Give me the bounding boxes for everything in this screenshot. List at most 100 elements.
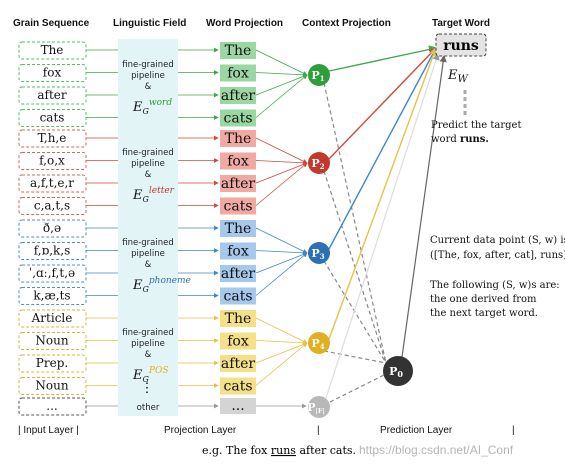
word-label-phoneme: fox: [227, 244, 249, 260]
word-label-word: The: [225, 43, 252, 59]
word-to-node-arrow: [255, 342, 308, 364]
grain-label-pos: Noun: [35, 334, 68, 348]
pipeline-text-letter: fine-grained: [122, 148, 174, 158]
pipeline-box-phoneme: [118, 217, 178, 307]
following-note-line-3: the next target word.: [430, 308, 538, 319]
node-letter: P2: [308, 152, 330, 174]
word-label-pos: after: [221, 356, 255, 372]
word-label-word: cats: [224, 111, 253, 127]
grain-label-letter: T,h,e: [38, 131, 67, 145]
word-to-node-arrow: [255, 317, 308, 344]
embedding-label-word: EGword: [132, 98, 172, 116]
pipeline-text-phoneme: fine-grained: [122, 238, 174, 248]
other-node-to-p0-dashed: [329, 374, 385, 403]
header-target-word: Target Word: [432, 18, 490, 29]
following-note-line-2: the one derived from: [430, 294, 537, 305]
example-caption: e.g. The fox runs after cats.: [202, 444, 356, 457]
word-label-phoneme: after: [221, 266, 255, 282]
grain-label-phoneme: ˈ,ɑː,f,t,ə: [29, 266, 75, 280]
word-box-letter: [220, 130, 256, 147]
word-label-letter: The: [225, 131, 252, 147]
target-word-rect: [435, 33, 487, 57]
word-to-node-arrow: [255, 162, 308, 206]
caption-underlined-word: runs: [271, 444, 296, 457]
word-label-letter: cats: [224, 199, 253, 215]
word-box-word: [220, 87, 256, 104]
header-linguistic-field: Linguistic Field: [113, 18, 186, 29]
pipeline-text-word: &: [145, 82, 152, 92]
word-box-phoneme: [220, 265, 256, 282]
word-box-pos: [220, 332, 256, 350]
word-box-word: [220, 64, 256, 82]
word-box-word: [220, 109, 256, 127]
word-to-node-arrow: [255, 250, 308, 256]
node-to-target-arrow: [328, 45, 438, 72]
word-to-node-arrow: [255, 137, 308, 164]
word-label-word: after: [221, 88, 255, 104]
predict-note-bold-word: runs.: [460, 134, 489, 145]
word-box-phoneme: [220, 220, 256, 237]
target-embedding-label: EW: [447, 68, 469, 85]
word-to-node-arrow: [255, 74, 308, 118]
pipeline-text-phoneme: &: [145, 260, 152, 270]
projection-layer-label: Projection Layer: [164, 425, 237, 436]
grain-box-letter: [18, 152, 87, 170]
word-box-phoneme: [220, 287, 256, 305]
word-to-node-arrow: [255, 74, 308, 96]
word-label-letter: fox: [227, 154, 249, 170]
node-p-f-label: P|F|: [307, 401, 325, 415]
grain-box-pos: [18, 309, 87, 328]
watermark: https://blog.csdn.net/AI_Conf: [359, 443, 514, 457]
node-p-f: P|F|: [307, 396, 330, 418]
other-field-box: [118, 396, 178, 416]
word-to-node-arrow: [255, 342, 308, 386]
current-note-line-2: ([The, fox, after, cat], runs).: [430, 250, 565, 261]
other-grain-box: [18, 397, 87, 416]
node-to-target-arrow: [328, 46, 438, 340]
word-to-node-arrow: [255, 49, 308, 76]
other-word-box: [220, 398, 256, 414]
grain-box-phoneme: [18, 242, 87, 260]
embedding-label-phoneme: EGphoneme: [132, 276, 191, 294]
node-circle-pos: [308, 332, 330, 354]
grain-label-pos: Article: [31, 311, 73, 325]
word-to-node-arrow: [255, 227, 308, 254]
node-p-f-circle: [308, 396, 330, 418]
node-to-target-arrow: [328, 46, 437, 160]
grain-box-letter: [18, 174, 87, 193]
word-box-pos: [220, 377, 256, 395]
predict-note-line-2: word runs.: [431, 134, 489, 145]
pipeline-text-letter: &: [145, 170, 152, 180]
node-circle-phoneme: [308, 242, 330, 264]
node-label-word: P1: [311, 69, 324, 83]
grain-box-word: [18, 86, 87, 105]
pipeline-text-word: pipeline: [131, 71, 165, 81]
pipeline-box-pos: [118, 307, 178, 397]
prediction-end-bar: |: [512, 425, 515, 436]
word-to-node-arrow: [255, 340, 308, 346]
grain-label-letter: a,f,t,e,r: [30, 176, 74, 190]
pipeline-text-phoneme: pipeline: [131, 249, 165, 259]
pipeline-text-pos: pipeline: [131, 339, 165, 349]
other-field-label: other: [137, 403, 160, 413]
node-p0-circle: [383, 356, 413, 386]
word-box-letter: [220, 152, 256, 170]
grain-box-pos: [18, 377, 87, 395]
word-label-pos: fox: [227, 334, 249, 350]
pipeline-box-letter: [118, 127, 178, 217]
word-to-node-arrow: [255, 162, 308, 184]
pipeline-box-word: [118, 39, 178, 129]
word-box-letter: [220, 175, 256, 192]
word-box-letter: [220, 197, 256, 215]
node-label-phoneme: P3: [311, 247, 324, 261]
grain-label-word: cats: [40, 111, 65, 125]
word-box-pos: [220, 355, 256, 372]
grain-box-phoneme: [18, 264, 87, 283]
node-label-pos: P4: [311, 337, 324, 351]
